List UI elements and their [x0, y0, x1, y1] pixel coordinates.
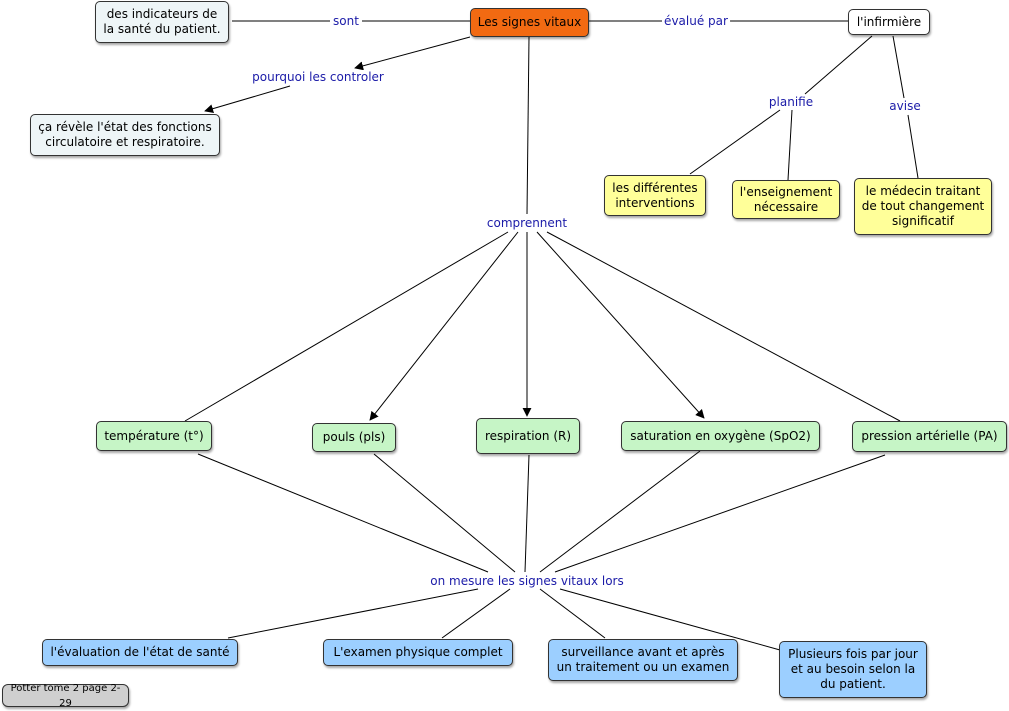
- temperature-node[interactable]: température (t°): [96, 421, 212, 451]
- link-label-mesure: on mesure les signes vitaux lors: [428, 574, 626, 588]
- indicators-node[interactable]: des indicateurs de la santé du patient.: [95, 1, 229, 43]
- several-times-label: Plusieurs fois par jour et au besoin sel…: [788, 647, 918, 691]
- link-label-avise: avise: [887, 99, 923, 113]
- main-concept-label: Les signes vitaux: [477, 15, 582, 29]
- temperature-label: température (t°): [104, 428, 204, 443]
- health-assessment-label: l'évaluation de l'état de santé: [50, 645, 230, 659]
- pulse-node[interactable]: pouls (pls): [312, 423, 396, 452]
- physical-exam-label: L'examen physique complet: [333, 645, 503, 659]
- oxygen-saturation-label: saturation en oxygène (SpO2): [630, 428, 811, 443]
- reveals-node[interactable]: ça révèle l'état des fonctions circulato…: [30, 114, 220, 156]
- monitoring-label: surveillance avant et après un traitemen…: [556, 645, 730, 674]
- monitoring-node[interactable]: surveillance avant et après un traitemen…: [548, 639, 738, 681]
- reveals-label: ça révèle l'état des fonctions circulato…: [38, 120, 212, 149]
- blood-pressure-node[interactable]: pression artérielle (PA): [852, 421, 1007, 452]
- interventions-label: les différentes interventions: [612, 180, 698, 210]
- respiration-node[interactable]: respiration (R): [476, 418, 580, 454]
- blood-pressure-label: pression artérielle (PA): [861, 429, 998, 443]
- link-label-comprennent: comprennent: [484, 216, 570, 230]
- doctor-label: le médecin traitant de tout changement s…: [861, 184, 985, 228]
- link-label-sont: sont: [331, 14, 361, 28]
- link-label-planifie: planifie: [766, 95, 816, 109]
- oxygen-saturation-node[interactable]: saturation en oxygène (SpO2): [621, 421, 820, 451]
- respiration-label: respiration (R): [484, 428, 572, 443]
- nurse-node[interactable]: l'infirmière: [848, 9, 930, 35]
- doctor-node[interactable]: le médecin traitant de tout changement s…: [854, 178, 992, 235]
- main-concept-node[interactable]: Les signes vitaux: [470, 8, 589, 37]
- health-assessment-node[interactable]: l'évaluation de l'état de santé: [42, 639, 238, 666]
- source-reference-label: Potter tome 2 page 2-29: [10, 682, 121, 709]
- nurse-label: l'infirmière: [856, 14, 922, 29]
- teaching-node[interactable]: l'enseignement nécessaire: [732, 180, 840, 219]
- source-reference-node[interactable]: Potter tome 2 page 2-29: [2, 683, 129, 709]
- link-label-evalue-par: évalué par: [662, 14, 730, 28]
- pulse-label: pouls (pls): [322, 430, 386, 444]
- teaching-label: l'enseignement nécessaire: [739, 184, 833, 214]
- interventions-node[interactable]: les différentes interventions: [604, 175, 706, 216]
- physical-exam-node[interactable]: L'examen physique complet: [323, 639, 513, 666]
- indicators-label: des indicateurs de la santé du patient.: [103, 7, 221, 36]
- link-label-pourquoi: pourquoi les controler: [250, 70, 386, 84]
- several-times-node[interactable]: Plusieurs fois par jour et au besoin sel…: [779, 641, 927, 698]
